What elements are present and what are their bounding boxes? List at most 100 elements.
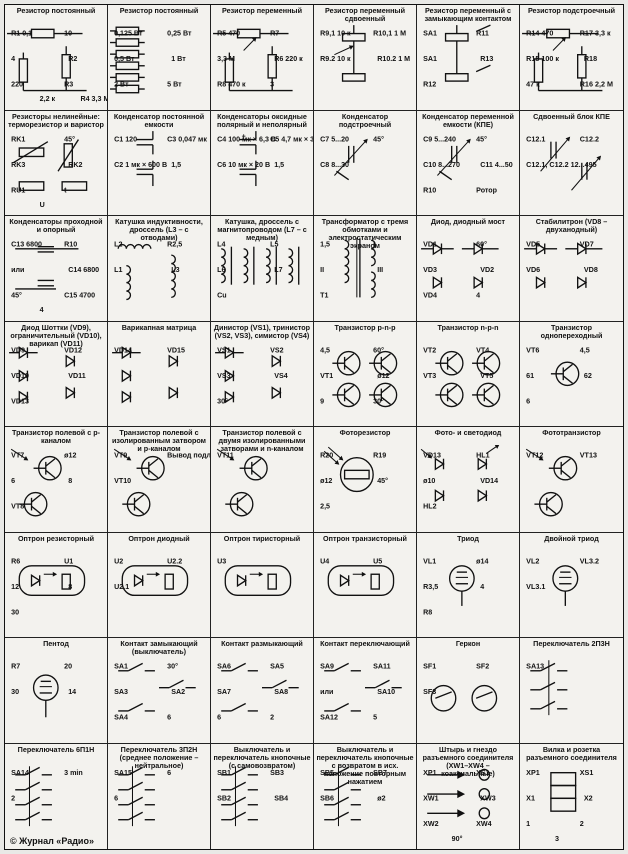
symbol-label: C1 120 xyxy=(114,134,137,143)
symbol-label: VS4 xyxy=(274,370,287,379)
symbol-label: VT11 xyxy=(217,451,234,460)
symbol-label: XP1 xyxy=(423,767,436,776)
symbol-label: 30° xyxy=(373,396,384,405)
symbol-label: R4 3,3 М xyxy=(80,94,107,103)
symbol-label: 4,5 xyxy=(320,345,330,354)
symbol-label: ø12 xyxy=(320,476,332,485)
symbol-drawing: VT11 xyxy=(211,445,313,530)
symbol-label: L7 xyxy=(274,265,282,274)
symbol-label: XS1 xyxy=(580,767,594,776)
symbol-label: R7 xyxy=(270,29,279,38)
symbol-cell: Диод Шоттки (VD9), ограничительный (VD10… xyxy=(5,321,108,427)
cell-title: Резистор переменный с замыкающим контакт… xyxy=(424,6,512,23)
symbol-label: VS2 xyxy=(270,345,283,354)
symbol-label: 5 Вт xyxy=(167,79,182,88)
symbol-label: SB5 xyxy=(320,767,334,776)
symbol-label: VD8 xyxy=(584,265,598,274)
symbol-label: C12.1 xyxy=(526,134,545,143)
symbol-label: 6 xyxy=(11,476,15,485)
symbol-label: SF3 xyxy=(423,687,436,696)
symbol-label: R5 470 xyxy=(217,29,240,38)
cell-title: Транзистор полевой с p-каналом xyxy=(12,428,100,445)
symbol-label: R10.2 1 М xyxy=(377,54,410,63)
cell-title: Варикапная матрица xyxy=(121,322,197,332)
symbol-label: R12 xyxy=(423,79,436,88)
symbol-label: Вывод подложки xyxy=(167,451,210,460)
symbol-label: 1 Вт xyxy=(171,54,186,63)
symbol-label: SA12 xyxy=(320,712,338,721)
symbol-label: I xyxy=(373,240,375,249)
cell-title: Переключатель 3П2Н (среднее положение – … xyxy=(119,744,199,770)
cell-title: Диод Шоттки (VD9), ограничительный (VD10… xyxy=(10,322,102,348)
symbol-label: VD15 xyxy=(167,345,185,354)
cell-title: Оптрон транзисторный xyxy=(323,533,407,543)
symbol-label: VD1 xyxy=(423,240,437,249)
symbol-label: VT2 xyxy=(423,345,436,354)
symbol-label: 3 xyxy=(270,79,274,88)
cell-title: Фото- и светодиод xyxy=(434,428,502,437)
symbol-label: VL3.1 xyxy=(526,581,545,590)
symbol-cell: Резистор переменный с замыкающим контакт… xyxy=(417,5,520,111)
symbol-label: L4 xyxy=(217,240,225,249)
symbol-label: C2 1 мк × 600 В xyxy=(114,159,167,168)
symbol-label: 6 xyxy=(217,712,221,721)
symbol-label: 220 xyxy=(11,79,23,88)
symbol-label: L2 xyxy=(114,240,122,249)
symbol-label: SF2 xyxy=(476,662,489,671)
symbol-cell: Резисторы нелинейные: терморезистор и ва… xyxy=(5,110,108,216)
symbol-label: L3 xyxy=(171,265,179,274)
symbol-label: VT7 xyxy=(11,451,24,460)
symbol-label: R1 0,1 xyxy=(11,29,32,38)
symbol-label: C14 6800 xyxy=(68,265,99,274)
symbol-label: R2 xyxy=(68,54,77,63)
symbol-label: HL2 xyxy=(423,501,436,510)
symbol-label: L1 xyxy=(114,265,122,274)
cell-title: Резистор постоянный xyxy=(119,6,199,15)
symbol-label: U2 xyxy=(114,556,123,565)
symbol-label: C4 100 мк × 6,3 В xyxy=(217,134,276,143)
symbol-cell: Транзистор полевой с изолированным затво… xyxy=(108,427,211,533)
symbol-label: 4 xyxy=(476,290,480,299)
symbol-label: RK3 xyxy=(11,159,25,168)
cell-title: Стабилитрон (VD8 – двуханодный) xyxy=(535,217,608,234)
symbol-label: VD11 xyxy=(68,370,85,379)
symbol-label: 45° xyxy=(377,476,388,485)
cell-title: Выключатель и переключатель кнопочные (с… xyxy=(213,744,311,770)
symbol-label: R9,1 10 к xyxy=(320,29,351,38)
symbol-label: SB4 xyxy=(274,793,289,802)
cell-title: Катушка, дроссель с магнитопроводом (L7 … xyxy=(217,217,307,242)
symbol-label: ø14 xyxy=(476,556,488,565)
symbol-label: SA3 xyxy=(114,687,128,696)
